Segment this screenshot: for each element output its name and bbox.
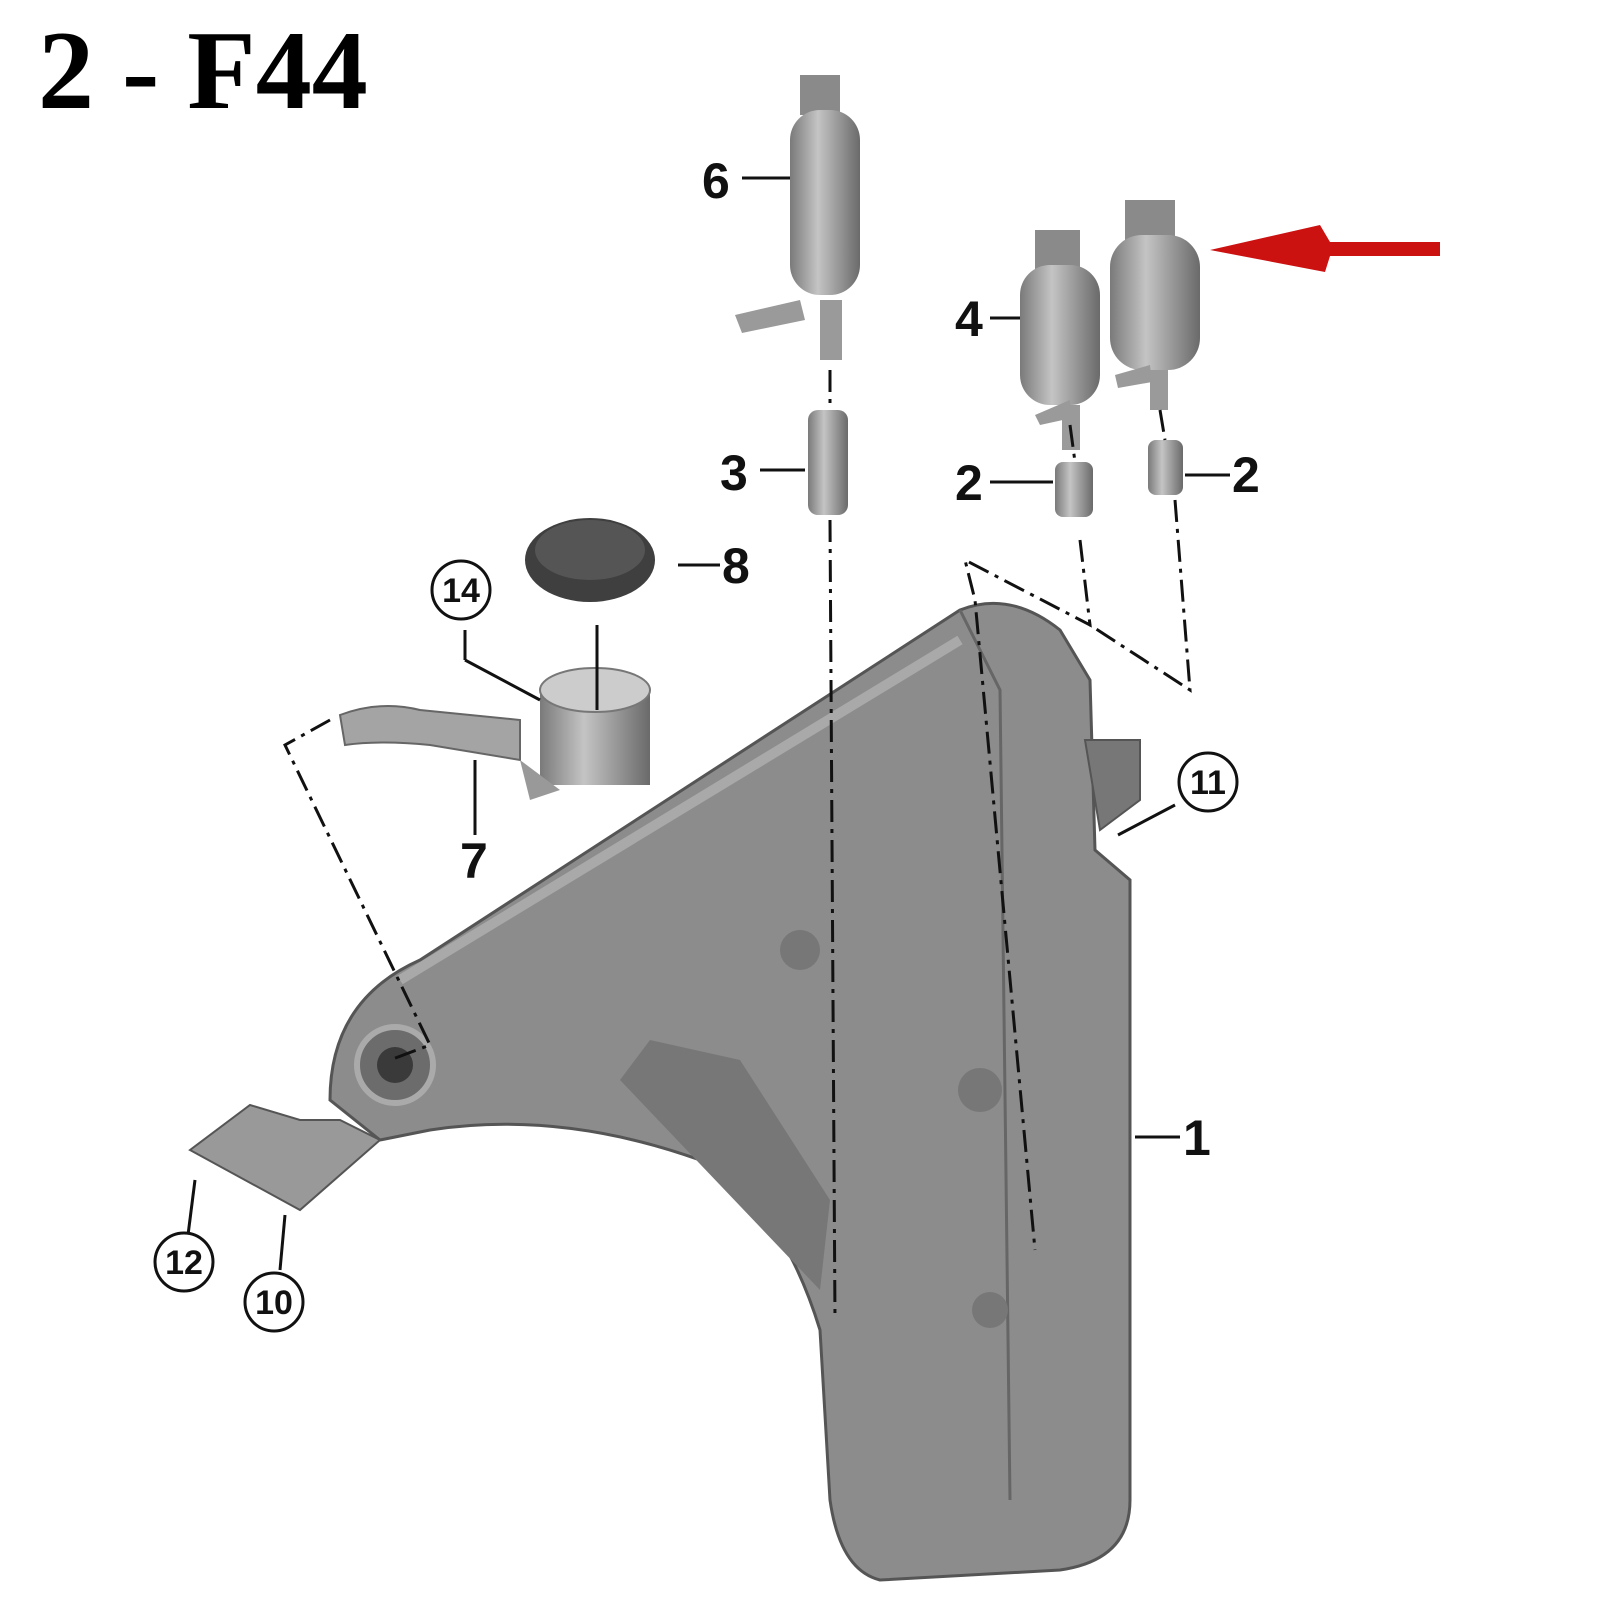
callout-circle-11 (1177, 751, 1239, 813)
callout-circle-14 (430, 559, 492, 621)
washer-pump-5 (1110, 200, 1200, 410)
highlight-arrow (1210, 225, 1440, 272)
callout-2b: 2 (1232, 447, 1260, 503)
callout-2a: 2 (955, 455, 983, 511)
callout-circle-12 (153, 1231, 215, 1293)
diagram-title: 2 - F44 (38, 9, 368, 133)
mounting-bracket (188, 1103, 382, 1212)
washer-fluid-reservoir (188, 601, 1141, 1582)
callout-11: 11 (1190, 764, 1226, 802)
filler-cap-8 (525, 518, 655, 602)
callout-6: 6 (702, 153, 730, 209)
label-leaders (186, 176, 1230, 1271)
filler-neck-7 (338, 667, 651, 800)
washer-pump-6 (735, 75, 860, 360)
grommet-3 (808, 410, 848, 515)
callout-12: 12 (165, 1244, 203, 1282)
assembly-lines (283, 370, 1192, 1321)
callout-7: 7 (460, 833, 488, 889)
callout-4: 4 (955, 291, 983, 347)
callout-circle-10 (243, 1271, 305, 1333)
callout-14: 14 (442, 572, 480, 610)
callout-10: 10 (255, 1284, 293, 1322)
callout-3: 3 (720, 445, 748, 501)
washer-pump-4 (1020, 230, 1100, 450)
callout-8: 8 (722, 538, 750, 594)
grommet-2a (1055, 462, 1093, 517)
grommet-2b (1148, 440, 1183, 495)
callout-1: 1 (1183, 1110, 1211, 1166)
